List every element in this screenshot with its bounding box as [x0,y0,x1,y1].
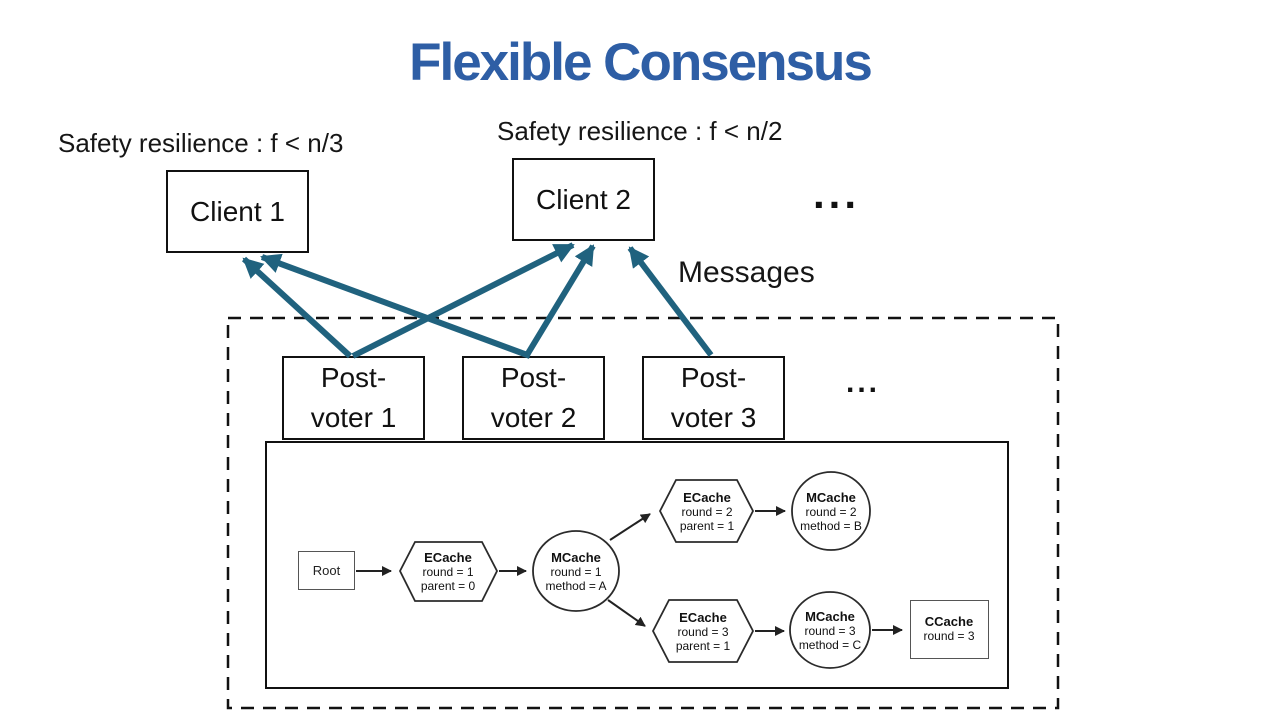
root-node-label: Root [312,563,341,578]
cache-state-box [265,441,1009,689]
root-node: Root [298,551,355,590]
more-clients-ellipsis: ... [813,170,861,217]
client-2-label: Client 2 [536,183,631,215]
post-voter-2-label-line2: voter 2 [490,402,577,433]
page-title: Flexible Consensus [409,33,873,92]
post-voter-1-label-line2: voter 1 [310,402,397,433]
post-voter-2-label-line1: Post- [500,362,567,393]
post-voter-1-label-line1: Post- [320,362,387,393]
client-1-label: Client 1 [190,195,285,227]
arrow-postvoter1-to-client2 [351,242,575,359]
messages-label: Messages [678,256,815,289]
safety-resilience-label-client1: Safety resilience : f < n/3 [58,128,344,158]
post-voter-3-label-line2: voter 3 [670,402,757,433]
arrow-postvoter1-to-client1 [241,256,353,359]
post-voter-3-label-line1: Post- [680,362,747,393]
client-2-box: Client 2 [512,158,655,241]
safety-resilience-label-client2: Safety resilience : f < n/2 [497,116,783,146]
client-1-box: Client 1 [166,170,309,253]
post-voter-1-box: Post- voter 1 [282,356,425,440]
arrow-postvoter2-to-client2 [524,244,596,357]
message-arrows [241,242,714,359]
more-post-voters-ellipsis: ... [846,366,881,399]
post-voter-3-box: Post- voter 3 [642,356,785,440]
ccache-node [910,600,989,659]
post-voter-2-box: Post- voter 2 [462,356,605,440]
arrow-postvoter2-to-client1 [260,253,532,359]
